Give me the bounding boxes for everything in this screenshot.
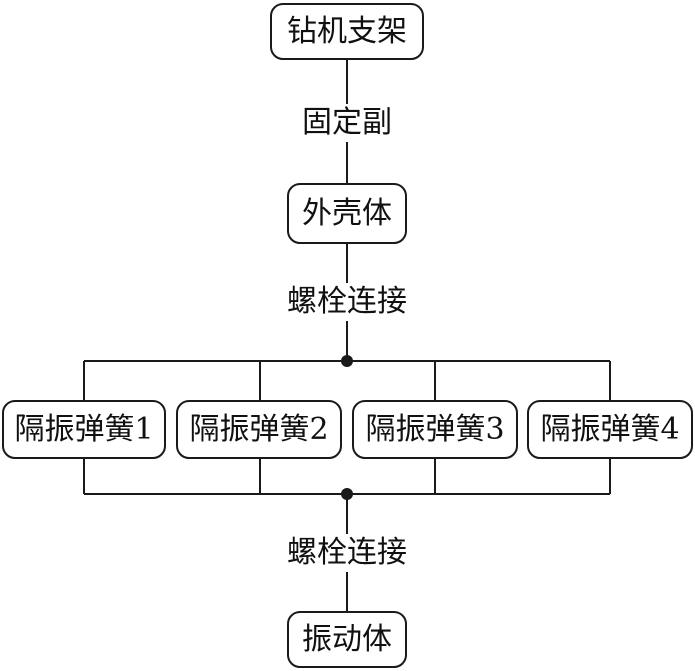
junction-dot-top — [341, 355, 353, 367]
edge-label-fixed-pair: 固定副 — [294, 104, 400, 142]
node-drill-frame: 钻机支架 — [270, 3, 424, 60]
node-spring-2: 隔振弹簧2 — [176, 400, 342, 459]
edge-label-bolt-connection-lower: 螺栓连接 — [278, 534, 416, 572]
node-spring-1: 隔振弹簧1 — [2, 400, 166, 459]
node-spring-4: 隔振弹簧4 — [527, 400, 693, 459]
junction-dot-bottom — [341, 488, 353, 500]
node-spring-3: 隔振弹簧3 — [352, 400, 518, 459]
node-vibrator: 振动体 — [287, 611, 407, 668]
node-housing: 外壳体 — [287, 183, 407, 244]
edge-label-bolt-connection-upper: 螺栓连接 — [278, 283, 416, 321]
